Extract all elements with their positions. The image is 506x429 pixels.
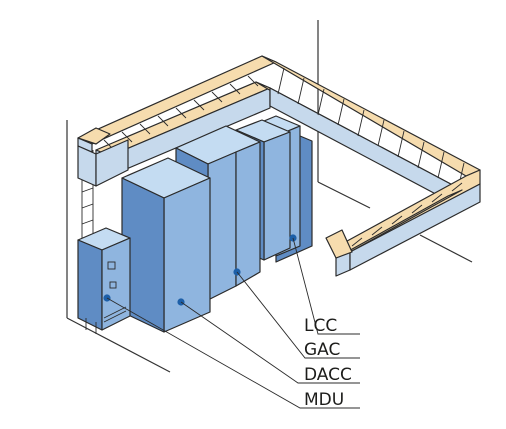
room-walls (66, 20, 473, 373)
legend-labels: LCC GAC DACC MDU (304, 316, 352, 410)
label-lcc: LCC (304, 316, 337, 336)
tray-rungs-lower (351, 182, 463, 247)
label-mdu: MDU (304, 390, 344, 410)
cable-tray (77, 55, 481, 277)
leader-lines (106, 237, 360, 409)
label-dacc: DACC (304, 365, 352, 385)
cabinet-row (121, 115, 313, 333)
dacc-cabinet (121, 157, 211, 333)
mdu-unit (77, 227, 131, 334)
label-gac: GAC (304, 340, 340, 360)
